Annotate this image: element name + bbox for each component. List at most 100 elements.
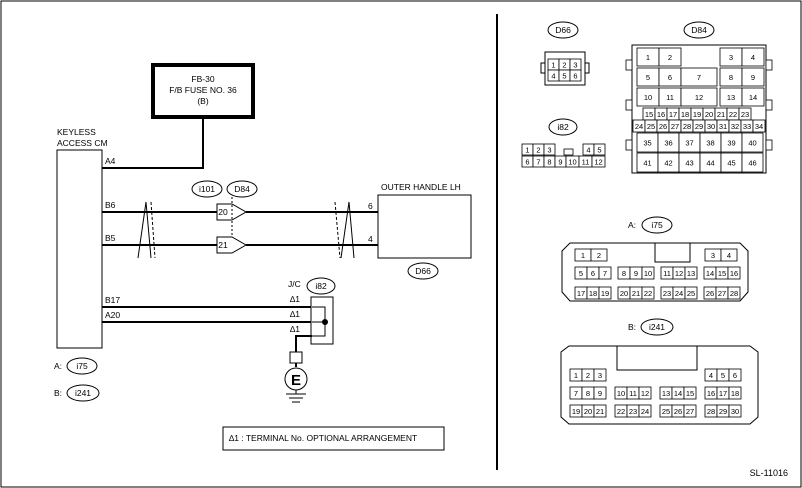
- d84-pin-40-cell: [741, 132, 764, 153]
- d84-pin-5-label: 5: [646, 73, 650, 82]
- twisted-pair-dash-right: [334, 201, 341, 259]
- i75-pin-26-label: 26: [706, 289, 714, 298]
- d84-pin-9-label: 9: [751, 73, 755, 82]
- i75-pin-10-label: 10: [644, 269, 652, 278]
- handle-pin-4: 4: [368, 234, 373, 244]
- i241-pin-3-cell: [593, 368, 607, 382]
- inline-pin-20-label: 20: [218, 207, 228, 217]
- conn-label-d66: D66: [415, 266, 431, 276]
- i241-pin-11-label: 11: [629, 389, 637, 398]
- d84-latch: [765, 59, 773, 71]
- i75-key: [654, 242, 691, 263]
- d84-pin-27-label: 27: [671, 122, 679, 131]
- d84-latch: [625, 99, 633, 111]
- d84-latch: [765, 99, 773, 111]
- d84-pin-14-label: 14: [749, 93, 757, 102]
- i82-pin-12-label: 12: [594, 158, 602, 167]
- pin-a4: A4: [105, 156, 116, 166]
- twisted-pair-dash-left: [150, 201, 156, 259]
- handle-pin-6: 6: [368, 201, 373, 211]
- i241-prefix: B:: [628, 322, 636, 332]
- i82-pin-3-label: 3: [547, 146, 551, 155]
- i75-title-oval: [641, 216, 673, 234]
- note-text: ∆1 : TERMINAL No. OPTIONAL ARRANGEMENT: [229, 433, 417, 443]
- i241-pin-21-label: 21: [596, 407, 604, 416]
- i82-pin-5-cell: [593, 143, 606, 156]
- d84-pin-39-label: 39: [727, 139, 735, 148]
- d84-pin-14-cell: [741, 87, 765, 107]
- i241-pin-13-label: 13: [662, 389, 670, 398]
- i75-pin-16-label: 16: [730, 269, 738, 278]
- i82-title-oval: [548, 118, 578, 136]
- i82-pin-7-label: 7: [536, 158, 540, 167]
- i82-key: [563, 148, 574, 156]
- i75-pin-7-label: 7: [603, 269, 607, 278]
- i241-pin-4-label: 4: [709, 371, 713, 380]
- i241-pin-30-label: 30: [731, 407, 739, 416]
- d84-pin-4-cell: [741, 47, 765, 67]
- i75-pin-19-cell: [598, 286, 612, 300]
- conn-label-i82: i82: [315, 281, 327, 291]
- i75-pin-13-label: 13: [687, 269, 695, 278]
- d66-pin-2-label: 2: [562, 61, 566, 70]
- i241-pin-20-label: 20: [584, 407, 592, 416]
- i241-pin-30-cell: [728, 404, 742, 418]
- i75-pin-11-label: 11: [663, 269, 671, 278]
- d84-pin-25-label: 25: [647, 122, 655, 131]
- i241-pin-19-label: 19: [572, 407, 580, 416]
- d84-pin-45-label: 45: [727, 159, 735, 168]
- i75-pin-15-label: 15: [718, 269, 726, 278]
- d66-pin-3-label: 3: [573, 61, 577, 70]
- d84-pin-2-cell: [658, 47, 682, 67]
- i82-pin-5-label: 5: [597, 146, 601, 155]
- i75-pin-6-label: 6: [591, 269, 595, 278]
- i241-pin-3-label: 3: [598, 371, 602, 380]
- d84-pin-9-cell: [741, 67, 765, 87]
- i82-pin-8-label: 8: [547, 158, 551, 167]
- i241-pin-1-label: 1: [574, 371, 578, 380]
- i75-pin-8-label: 8: [622, 269, 626, 278]
- i75-pin-25-label: 25: [687, 289, 695, 298]
- i82-pin-4-label: 4: [586, 146, 590, 155]
- keyless-access-module: [56, 149, 103, 349]
- fuse-label-3: (B): [197, 96, 209, 106]
- d84-pin-8-label: 8: [729, 73, 733, 82]
- fuse-box: [151, 63, 255, 119]
- jc-star-1: ∆1: [290, 294, 300, 304]
- d84-pin-7-label: 7: [697, 73, 701, 82]
- i241-pin-12-cell: [638, 386, 652, 400]
- pin-b6: B6: [105, 200, 116, 210]
- i75-title: i75: [651, 220, 663, 230]
- i82-pin-12-cell: [591, 155, 606, 168]
- d84-pin-18-label: 18: [681, 110, 689, 119]
- d84-pin-37-label: 37: [685, 139, 693, 148]
- d84-pin-13-label: 13: [727, 93, 735, 102]
- i75-prefix: A:: [628, 220, 636, 230]
- i75-pin-5-label: 5: [579, 269, 583, 278]
- i241-pin-17-label: 17: [719, 389, 727, 398]
- d84-pin-43-label: 43: [685, 159, 693, 168]
- d84-title-oval: [683, 21, 715, 39]
- module-label-1: KEYLESS: [57, 127, 96, 137]
- i75-pin-18-label: 18: [589, 289, 597, 298]
- d84-pin-38-label: 38: [706, 139, 714, 148]
- i241-pin-8-label: 8: [586, 389, 590, 398]
- note-box: [222, 426, 445, 451]
- i241-title-oval: [640, 318, 674, 336]
- i241-pin-6-cell: [728, 368, 742, 382]
- d66-pin-4-label: 4: [551, 72, 555, 81]
- d84-pin-44-label: 44: [706, 159, 714, 168]
- i75-pin-28-label: 28: [730, 289, 738, 298]
- i241-pin-14-label: 14: [674, 389, 682, 398]
- inline-pin-20: [216, 203, 248, 221]
- i75-pin-16-cell: [727, 266, 741, 280]
- d84-pin-28-label: 28: [683, 122, 691, 131]
- i241-pin-5-label: 5: [721, 371, 725, 380]
- d84-pin-32-label: 32: [731, 122, 739, 131]
- i82-pin-10-label: 10: [568, 158, 576, 167]
- i241-pin-27-label: 27: [686, 407, 694, 416]
- i241-pin-15-label: 15: [686, 389, 694, 398]
